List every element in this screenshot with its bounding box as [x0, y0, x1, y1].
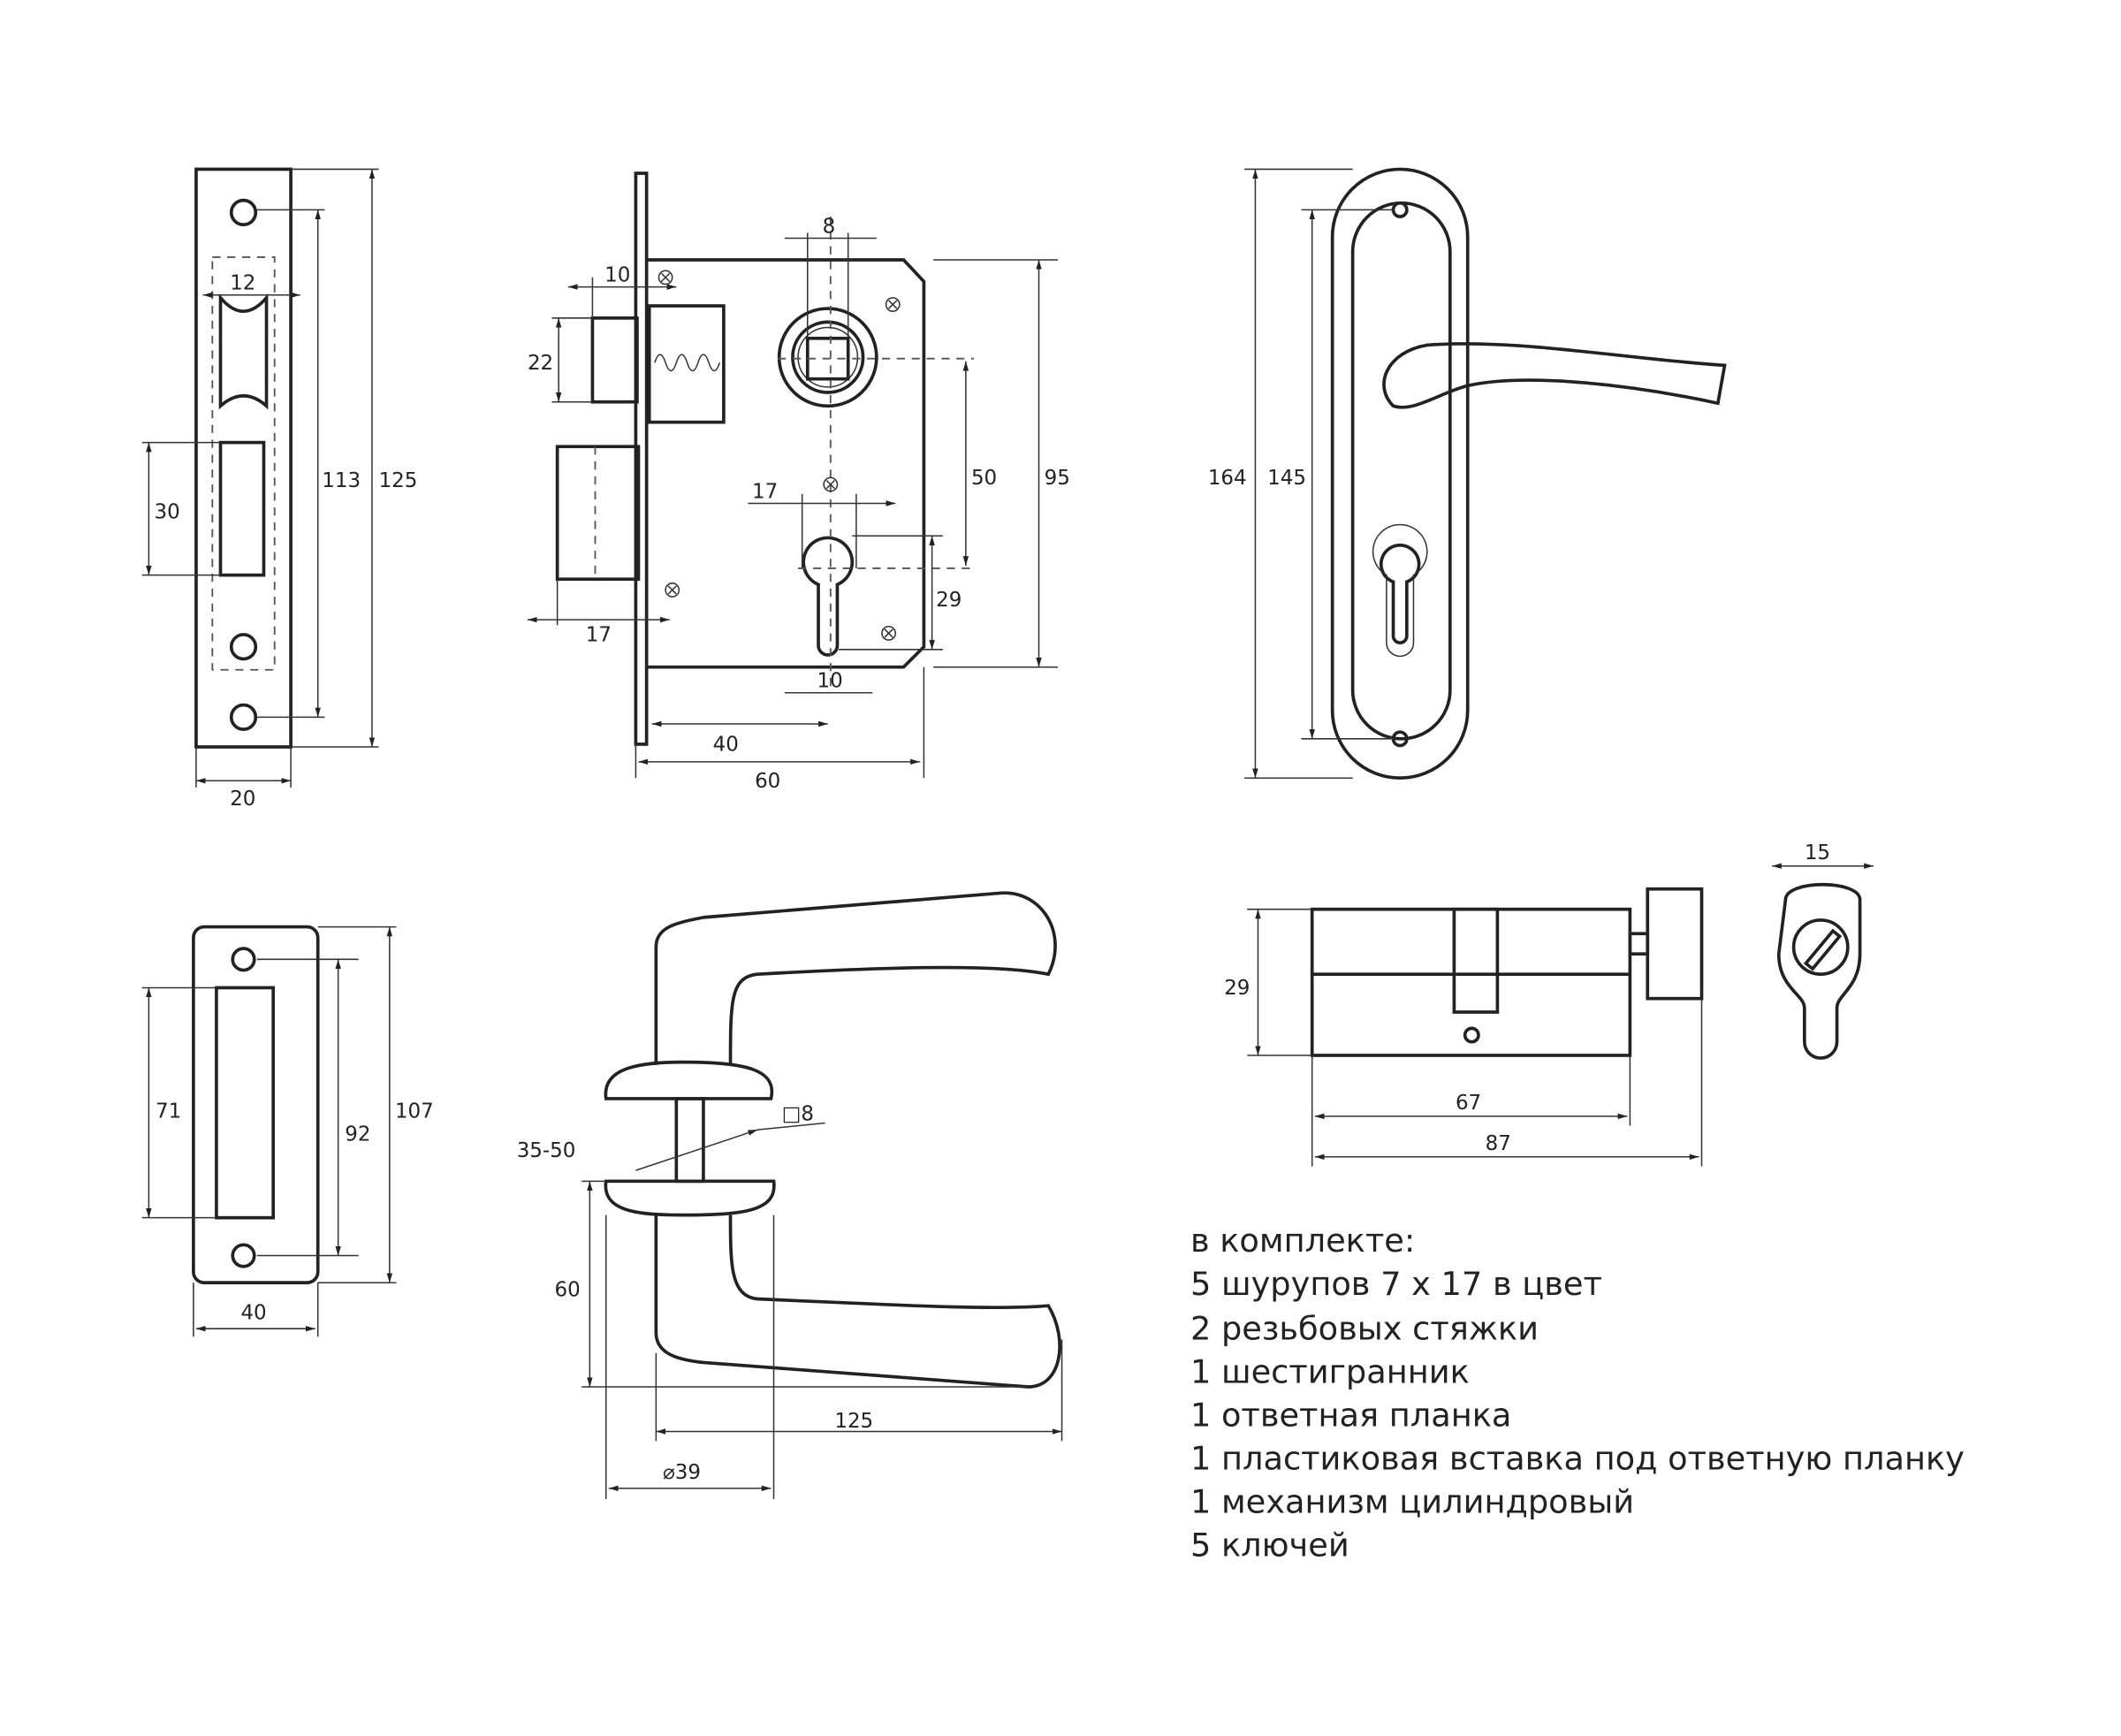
dim-body-height: 95	[1045, 467, 1070, 490]
dim-handle-length: 125	[834, 1410, 873, 1433]
dim-backset: 40	[713, 734, 739, 757]
dim-strike-height: 107	[395, 1100, 434, 1123]
handle-plate-view: 164 145	[1208, 167, 1727, 780]
dim-latch-height: 22	[528, 352, 553, 375]
dim-cylinder-height-side: 29	[1224, 977, 1250, 1000]
dim-strike-width: 40	[240, 1301, 266, 1324]
dim-faceplate-inner-height: 113	[322, 469, 361, 492]
dim-center-distance: 50	[971, 467, 997, 490]
dim-body-depth: 60	[755, 770, 780, 793]
dim-faceplate-width: 20	[230, 788, 255, 811]
dim-strike-slot-height: 71	[156, 1100, 181, 1123]
kit-item: 1 пластиковая вставка под ответную планк…	[1190, 1439, 1965, 1477]
kit-item: 1 ответная планка	[1190, 1396, 1511, 1434]
dim-strike-hole-spacing: 92	[345, 1123, 370, 1146]
dim-rosette-diameter: ⌀39	[663, 1461, 701, 1484]
kit-item: 1 шестигранник	[1190, 1352, 1470, 1390]
dim-cylinder-width: 15	[1805, 841, 1830, 864]
dim-faceplate-total-height: 125	[379, 469, 418, 492]
dim-latch-projection: 10	[604, 263, 630, 286]
dim-handle-spindle: □8	[782, 1102, 814, 1125]
dim-faceplate-width-top: 12	[230, 272, 255, 295]
cylinder-view: 29 67 87 15	[1224, 841, 1874, 1167]
dim-cylinder-body-length: 67	[1456, 1092, 1481, 1115]
dim-handle-hole-spacing: 145	[1267, 467, 1306, 490]
kit-title: в комплекте:	[1190, 1222, 1415, 1260]
handle-set-view: 35-50 □8 60 125 ⌀39	[517, 891, 1063, 1500]
dim-bolt-projection: 17	[586, 624, 612, 647]
faceplate-view: 12 113 125 30 20	[141, 167, 418, 811]
dim-cylinder-width: 17	[752, 480, 778, 503]
strike-plate-view: 71 92 107 40	[141, 925, 434, 1337]
dim-cylinder-height: 29	[936, 589, 962, 612]
dim-handle-height: 60	[555, 1278, 581, 1301]
kit-contents: в комплекте: 5 шурупов 7 х 17 в цвет 2 р…	[1190, 1222, 1965, 1564]
dim-cylinder-total-length: 87	[1486, 1132, 1511, 1155]
kit-item: 1 механизм цилиндровый	[1190, 1482, 1634, 1520]
kit-item: 2 резьбовых стяжки	[1190, 1309, 1539, 1347]
dim-spindle: 8	[823, 215, 836, 238]
kit-item: 5 шурупов 7 х 17 в цвет	[1190, 1265, 1602, 1303]
dim-door-thickness: 35-50	[517, 1139, 576, 1162]
kit-item: 5 ключей	[1190, 1526, 1349, 1564]
dim-cylinder-slot: 10	[817, 670, 842, 693]
dim-faceplate-latch-height: 30	[154, 500, 179, 523]
lock-body-view: 8 10 22 17 17 50 95 29 10 40 60	[527, 171, 1070, 793]
dim-handle-plate-height: 164	[1208, 467, 1247, 490]
